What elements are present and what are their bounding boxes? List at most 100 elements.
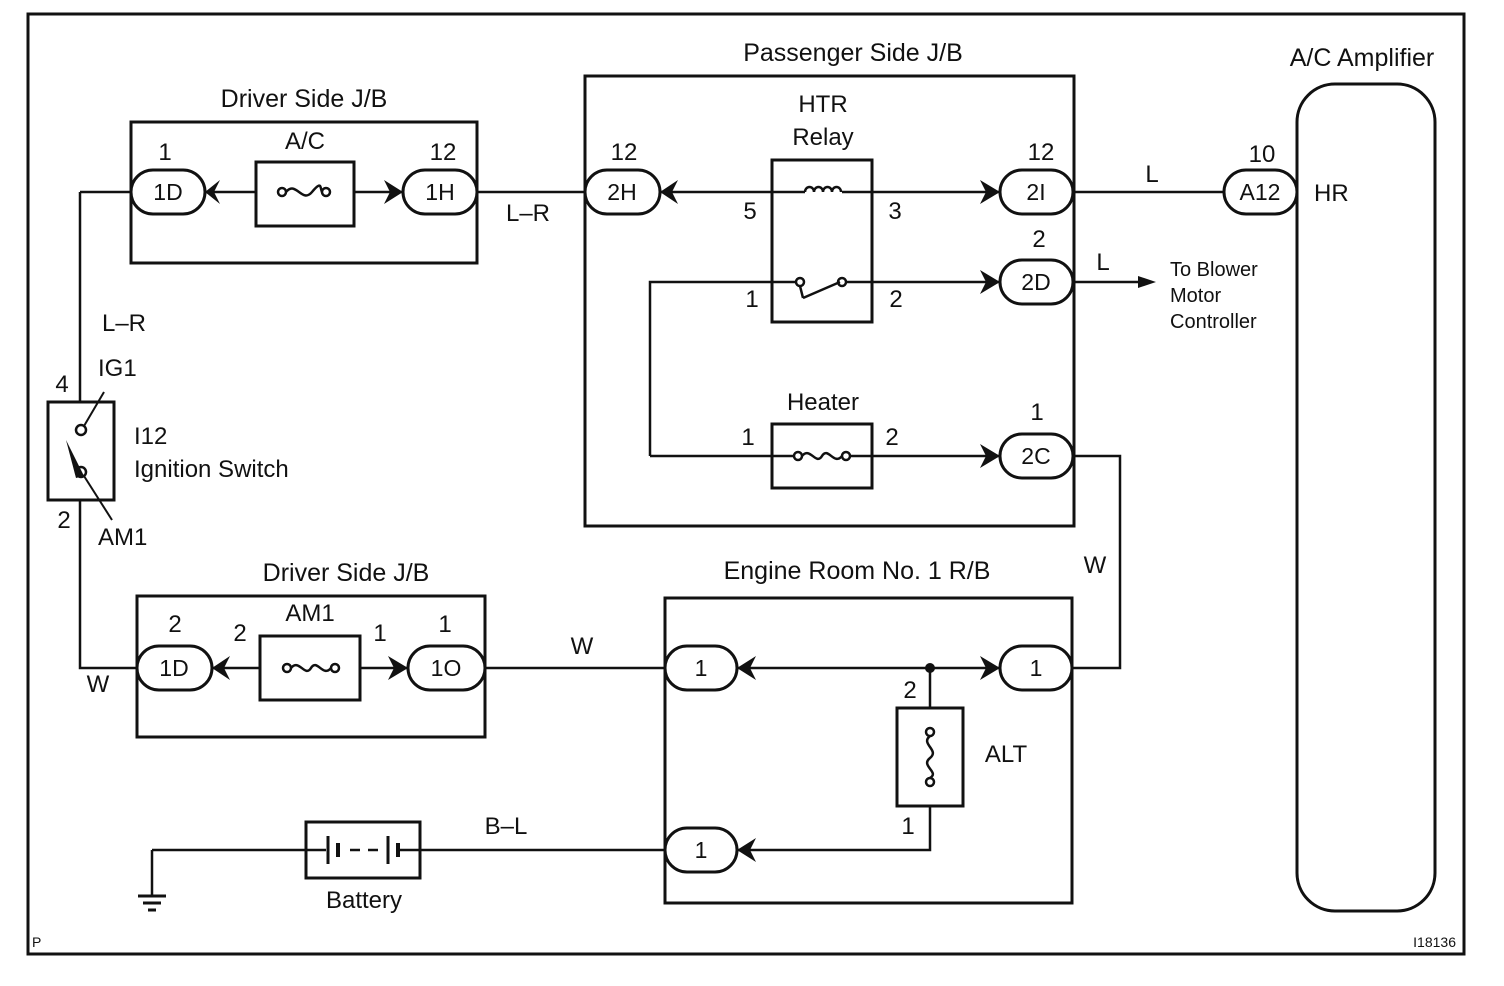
tip-er-left-bottom	[737, 838, 756, 862]
figure-id-label: I18136	[1413, 934, 1456, 950]
ac-fuse-icon	[254, 160, 356, 228]
blower-note-line-1: To Blower	[1170, 259, 1258, 281]
svg-text:A12: A12	[1240, 179, 1281, 205]
pin-relay-5: 5	[743, 198, 756, 225]
wire-2c-to-engine-room	[1072, 454, 1122, 670]
pin-1d-bottom: 2	[168, 611, 181, 638]
svg-text:1O: 1O	[431, 655, 462, 681]
ignition-switch-icon	[46, 391, 116, 521]
svg-text:1: 1	[1030, 655, 1043, 681]
connector-1h: 1H	[401, 168, 479, 216]
blower-note-line-2: Motor	[1170, 285, 1221, 307]
pin-1h: 12	[430, 139, 457, 166]
ac-fuse-label: A/C	[285, 128, 325, 155]
tip-er-left-top	[737, 656, 756, 680]
diagram-frame	[26, 12, 1466, 956]
connector-1o: 1O	[406, 644, 487, 692]
ignition-name-label: Ignition Switch	[134, 456, 289, 483]
tip-1d-top	[205, 180, 220, 204]
htr-relay-label-1: HTR	[798, 91, 847, 118]
am1-terminal-label: AM1	[98, 524, 147, 551]
pin-ign-2: 2	[57, 507, 70, 534]
pin-relay-3: 3	[888, 198, 901, 225]
battery-label: Battery	[326, 887, 402, 914]
tip-2d	[980, 270, 1000, 294]
pin-ign-4: 4	[55, 371, 68, 398]
wire-label-lr-mid: L–R	[506, 200, 550, 227]
passenger-jb-title: Passenger Side J/B	[743, 39, 963, 67]
ignition-code-label: I12	[134, 423, 167, 450]
driver-jb-bottom-title: Driver Side J/B	[263, 559, 430, 587]
pin-am1-2: 2	[233, 620, 246, 647]
wire-relay-switch-in	[648, 280, 796, 456]
passenger-jb-box	[583, 74, 1076, 528]
heater-fuse-label: Heater	[787, 389, 859, 416]
heater-fuse-icon	[770, 422, 874, 490]
pin-alt-2: 2	[903, 677, 916, 704]
wire-ignition-to-left-bottom	[78, 500, 137, 670]
pin-alt-1: 1	[901, 813, 914, 840]
tip-2h	[660, 180, 678, 204]
pin-am1-1: 1	[373, 620, 386, 647]
am1-fuse-label: AM1	[285, 600, 334, 627]
wire-label-bl: B–L	[485, 813, 528, 840]
wire-label-lr-left: L–R	[102, 310, 146, 337]
htr-relay-box	[770, 158, 874, 324]
pin-2c: 1	[1030, 399, 1043, 426]
pin-heater-2: 2	[885, 424, 898, 451]
pin-1o: 1	[438, 611, 451, 638]
connector-2i: 2I	[998, 168, 1075, 216]
svg-text:2I: 2I	[1026, 179, 1045, 205]
pin-2i: 12	[1028, 139, 1055, 166]
svg-text:2H: 2H	[607, 179, 636, 205]
relay-switch-icon	[794, 276, 848, 300]
wire-alt-bottom	[737, 806, 932, 852]
wire-label-l-blower: L	[1096, 249, 1109, 276]
corner-p-label: P	[32, 934, 41, 950]
hr-label: HR	[1314, 180, 1349, 207]
tip-1o	[388, 656, 408, 680]
pin-2h: 12	[611, 139, 638, 166]
ig1-label: IG1	[98, 355, 137, 382]
svg-text:1D: 1D	[159, 655, 188, 681]
engine-room-rb-title: Engine Room No. 1 R/B	[724, 557, 991, 585]
ac-amplifier-title: A/C Amplifier	[1290, 44, 1434, 72]
blower-arrow-head	[1138, 276, 1156, 288]
svg-text:1: 1	[695, 655, 708, 681]
alt-junction	[925, 663, 935, 673]
pin-relay-1: 1	[745, 286, 758, 313]
wire-label-w-left: W	[87, 671, 110, 698]
pin-heater-1: 1	[741, 424, 754, 451]
alt-fuse-label: ALT	[985, 741, 1028, 768]
svg-text:1: 1	[695, 837, 708, 863]
battery-icon	[304, 820, 422, 880]
driver-jb-top-title: Driver Side J/B	[221, 85, 388, 113]
connector-2h: 2H	[583, 168, 662, 216]
svg-text:2D: 2D	[1021, 269, 1050, 295]
pin-a12: 10	[1249, 141, 1276, 168]
svg-text:2C: 2C	[1021, 443, 1050, 469]
engine-room-rb-box	[663, 596, 1074, 905]
tip-1d-bottom	[212, 656, 230, 680]
wire-label-w-right: W	[1084, 552, 1107, 579]
connector-er-right-top: 1	[998, 644, 1074, 692]
ground-icon	[138, 894, 166, 912]
tip-er-right-top	[980, 656, 1000, 680]
pin-2d: 2	[1032, 226, 1045, 253]
connector-er-left-top: 1	[663, 644, 739, 692]
connector-a12: A12	[1222, 168, 1299, 216]
pin-1d-top: 1	[158, 139, 171, 166]
connector-er-left-bottom: 1	[663, 826, 739, 874]
ac-amplifier-box	[1295, 82, 1437, 913]
alt-fuse-icon	[895, 706, 965, 808]
connector-1d-top: 1D	[129, 168, 207, 216]
connector-2c: 2C	[998, 432, 1075, 480]
blower-note-line-3: Controller	[1170, 311, 1257, 333]
pin-relay-2: 2	[889, 286, 902, 313]
wire-label-w-mid: W	[571, 633, 594, 660]
connector-2d: 2D	[998, 258, 1075, 306]
am1-fuse-icon	[258, 634, 362, 702]
wire-label-l-top: L	[1145, 161, 1158, 188]
relay-coil-icon	[803, 185, 843, 193]
